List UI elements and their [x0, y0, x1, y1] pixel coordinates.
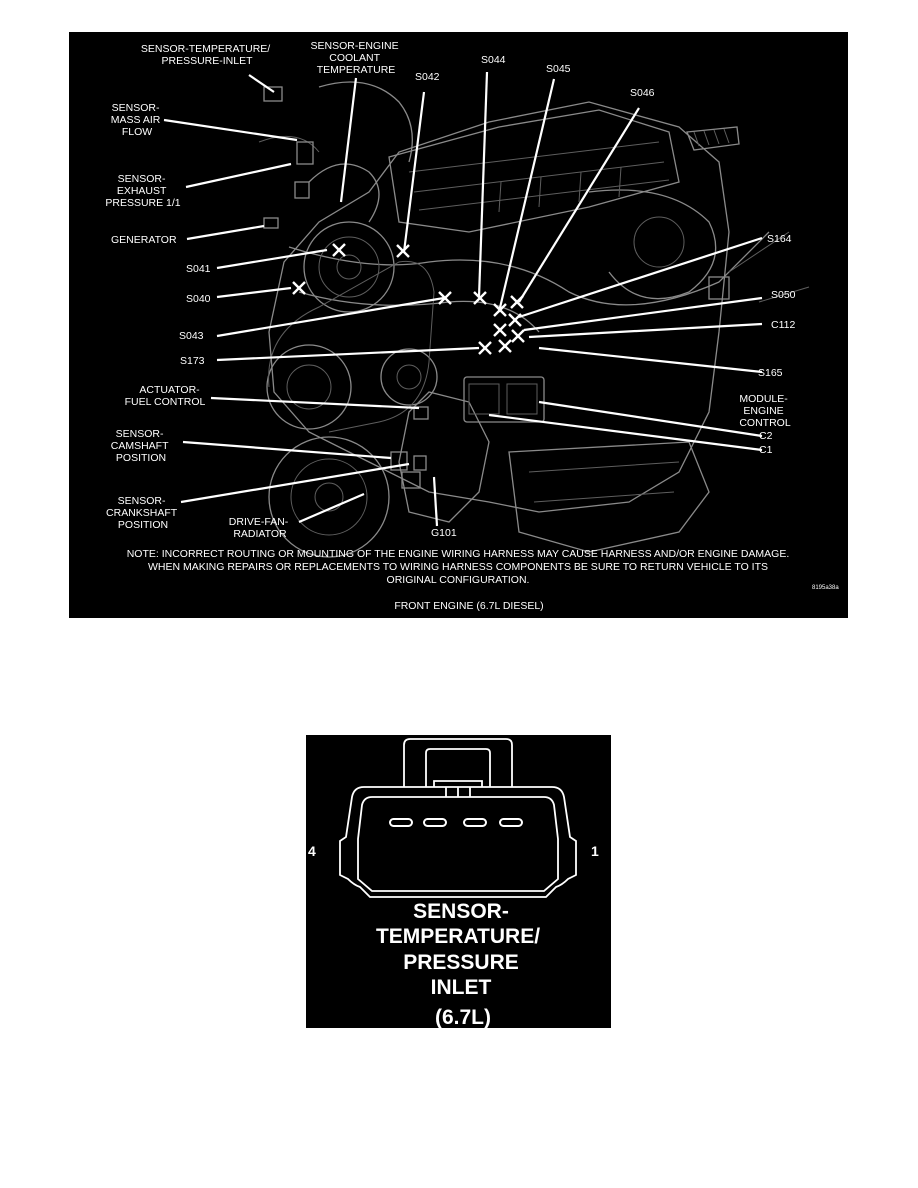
connector-title-line-4: INLET — [431, 976, 492, 999]
splice-x-s173 — [478, 341, 492, 355]
label-s043: S043 — [179, 330, 204, 342]
label-sensor-temp-pressure-inlet: SENSOR-TEMPERATURE/ PRESSURE-INLET — [141, 43, 273, 67]
label-s042: S042 — [415, 71, 440, 83]
label-s044: S044 — [481, 54, 506, 66]
splice-x-s041 — [332, 243, 346, 257]
label-s164: S164 — [767, 233, 792, 245]
label-s050: S050 — [771, 289, 796, 301]
connector-title-line-2: TEMPERATURE/ — [376, 925, 540, 948]
splice-x-s045 — [493, 303, 507, 317]
engine-diagram-svg: SENSOR-TEMPERATURE/ PRESSURE-INLET SENSO… — [105, 40, 839, 612]
pin-number-right: 1 — [591, 843, 599, 859]
label-s046: S046 — [630, 87, 655, 99]
label-g101: G101 — [431, 527, 457, 539]
warning-note: NOTE: INCORRECT ROUTING OR MOUNTING OF T… — [127, 548, 790, 586]
splice-x-s043 — [438, 291, 452, 305]
connector-title-line-3: PRESSURE — [403, 951, 519, 974]
pin-cavity-2 — [463, 818, 487, 827]
connector-title-line-1: SENSOR- — [413, 900, 509, 923]
pin-cavity-3 — [423, 818, 447, 827]
figure-id: 8195a38a — [812, 585, 839, 591]
label-actuator-fuel-control: ACTUATOR- FUEL CONTROL — [125, 384, 206, 408]
label-c2: C2 — [759, 430, 773, 442]
pin-number-left: 4 — [308, 843, 316, 859]
splice-x-s042 — [396, 244, 410, 258]
engine-wiring-figure: SENSOR-TEMPERATURE/ PRESSURE-INLET SENSO… — [69, 32, 848, 618]
component-labels: SENSOR-TEMPERATURE/ PRESSURE-INLET SENSO… — [105, 40, 795, 540]
pin-cavities — [389, 818, 523, 827]
figure-caption: FRONT ENGINE (6.7L DIESEL) — [394, 600, 543, 612]
splice-x-c112 — [511, 329, 525, 343]
connector-diagram-svg: 4 1 SENSOR- TEMPERATURE/ PRESSURE INLET … — [308, 738, 599, 1028]
splice-x-s046 — [510, 295, 524, 309]
connector-title-line-5: (6.7L) — [435, 1006, 491, 1028]
label-sensor-crankshaft-position: SENSOR- CRANKSHAFT POSITION — [106, 495, 180, 531]
connector-figure: 4 1 SENSOR- TEMPERATURE/ PRESSURE INLET … — [306, 735, 611, 1028]
label-sensor-camshaft-position: SENSOR- CAMSHAFT POSITION — [111, 428, 171, 464]
note-line-3: ORIGINAL CONFIGURATION. — [387, 574, 530, 586]
label-sensor-engine-coolant-temp: SENSOR-ENGINE COOLANT TEMPERATURE — [310, 40, 401, 76]
label-s173: S173 — [180, 355, 205, 367]
splice-x-s050 — [493, 323, 507, 337]
splice-x-s040 — [292, 281, 306, 295]
leader-lines — [163, 71, 763, 527]
label-c112: C112 — [771, 319, 795, 331]
label-generator: GENERATOR — [111, 234, 177, 246]
pin-cavity-4 — [389, 818, 413, 827]
engine-illustration — [258, 81, 810, 558]
label-drive-fan-radiator: DRIVE-FAN- RADIATOR — [229, 516, 291, 540]
label-s165: S165 — [758, 367, 783, 379]
label-s041: S041 — [186, 263, 211, 275]
note-line-2: WHEN MAKING REPAIRS OR REPLACEMENTS TO W… — [148, 561, 768, 573]
splice-x-s164 — [508, 313, 522, 327]
connector-title: SENSOR- TEMPERATURE/ PRESSURE INLET (6.7… — [376, 900, 540, 1028]
label-s045: S045 — [546, 63, 571, 75]
splice-x-s165 — [498, 339, 512, 353]
connector-outline — [339, 738, 577, 898]
splice-markers — [292, 243, 525, 355]
pin-cavity-1 — [499, 818, 523, 827]
label-s040: S040 — [186, 293, 211, 305]
label-module-engine-control: MODULE- ENGINE CONTROL — [739, 393, 790, 429]
label-sensor-mass-air-flow: SENSOR- MASS AIR FLOW — [111, 102, 164, 138]
splice-x-s044 — [473, 291, 487, 305]
label-sensor-exhaust-pressure: SENSOR- EXHAUST PRESSURE 1/1 — [105, 173, 180, 209]
note-line-1: NOTE: INCORRECT ROUTING OR MOUNTING OF T… — [127, 548, 790, 560]
label-c1: C1 — [759, 444, 773, 456]
